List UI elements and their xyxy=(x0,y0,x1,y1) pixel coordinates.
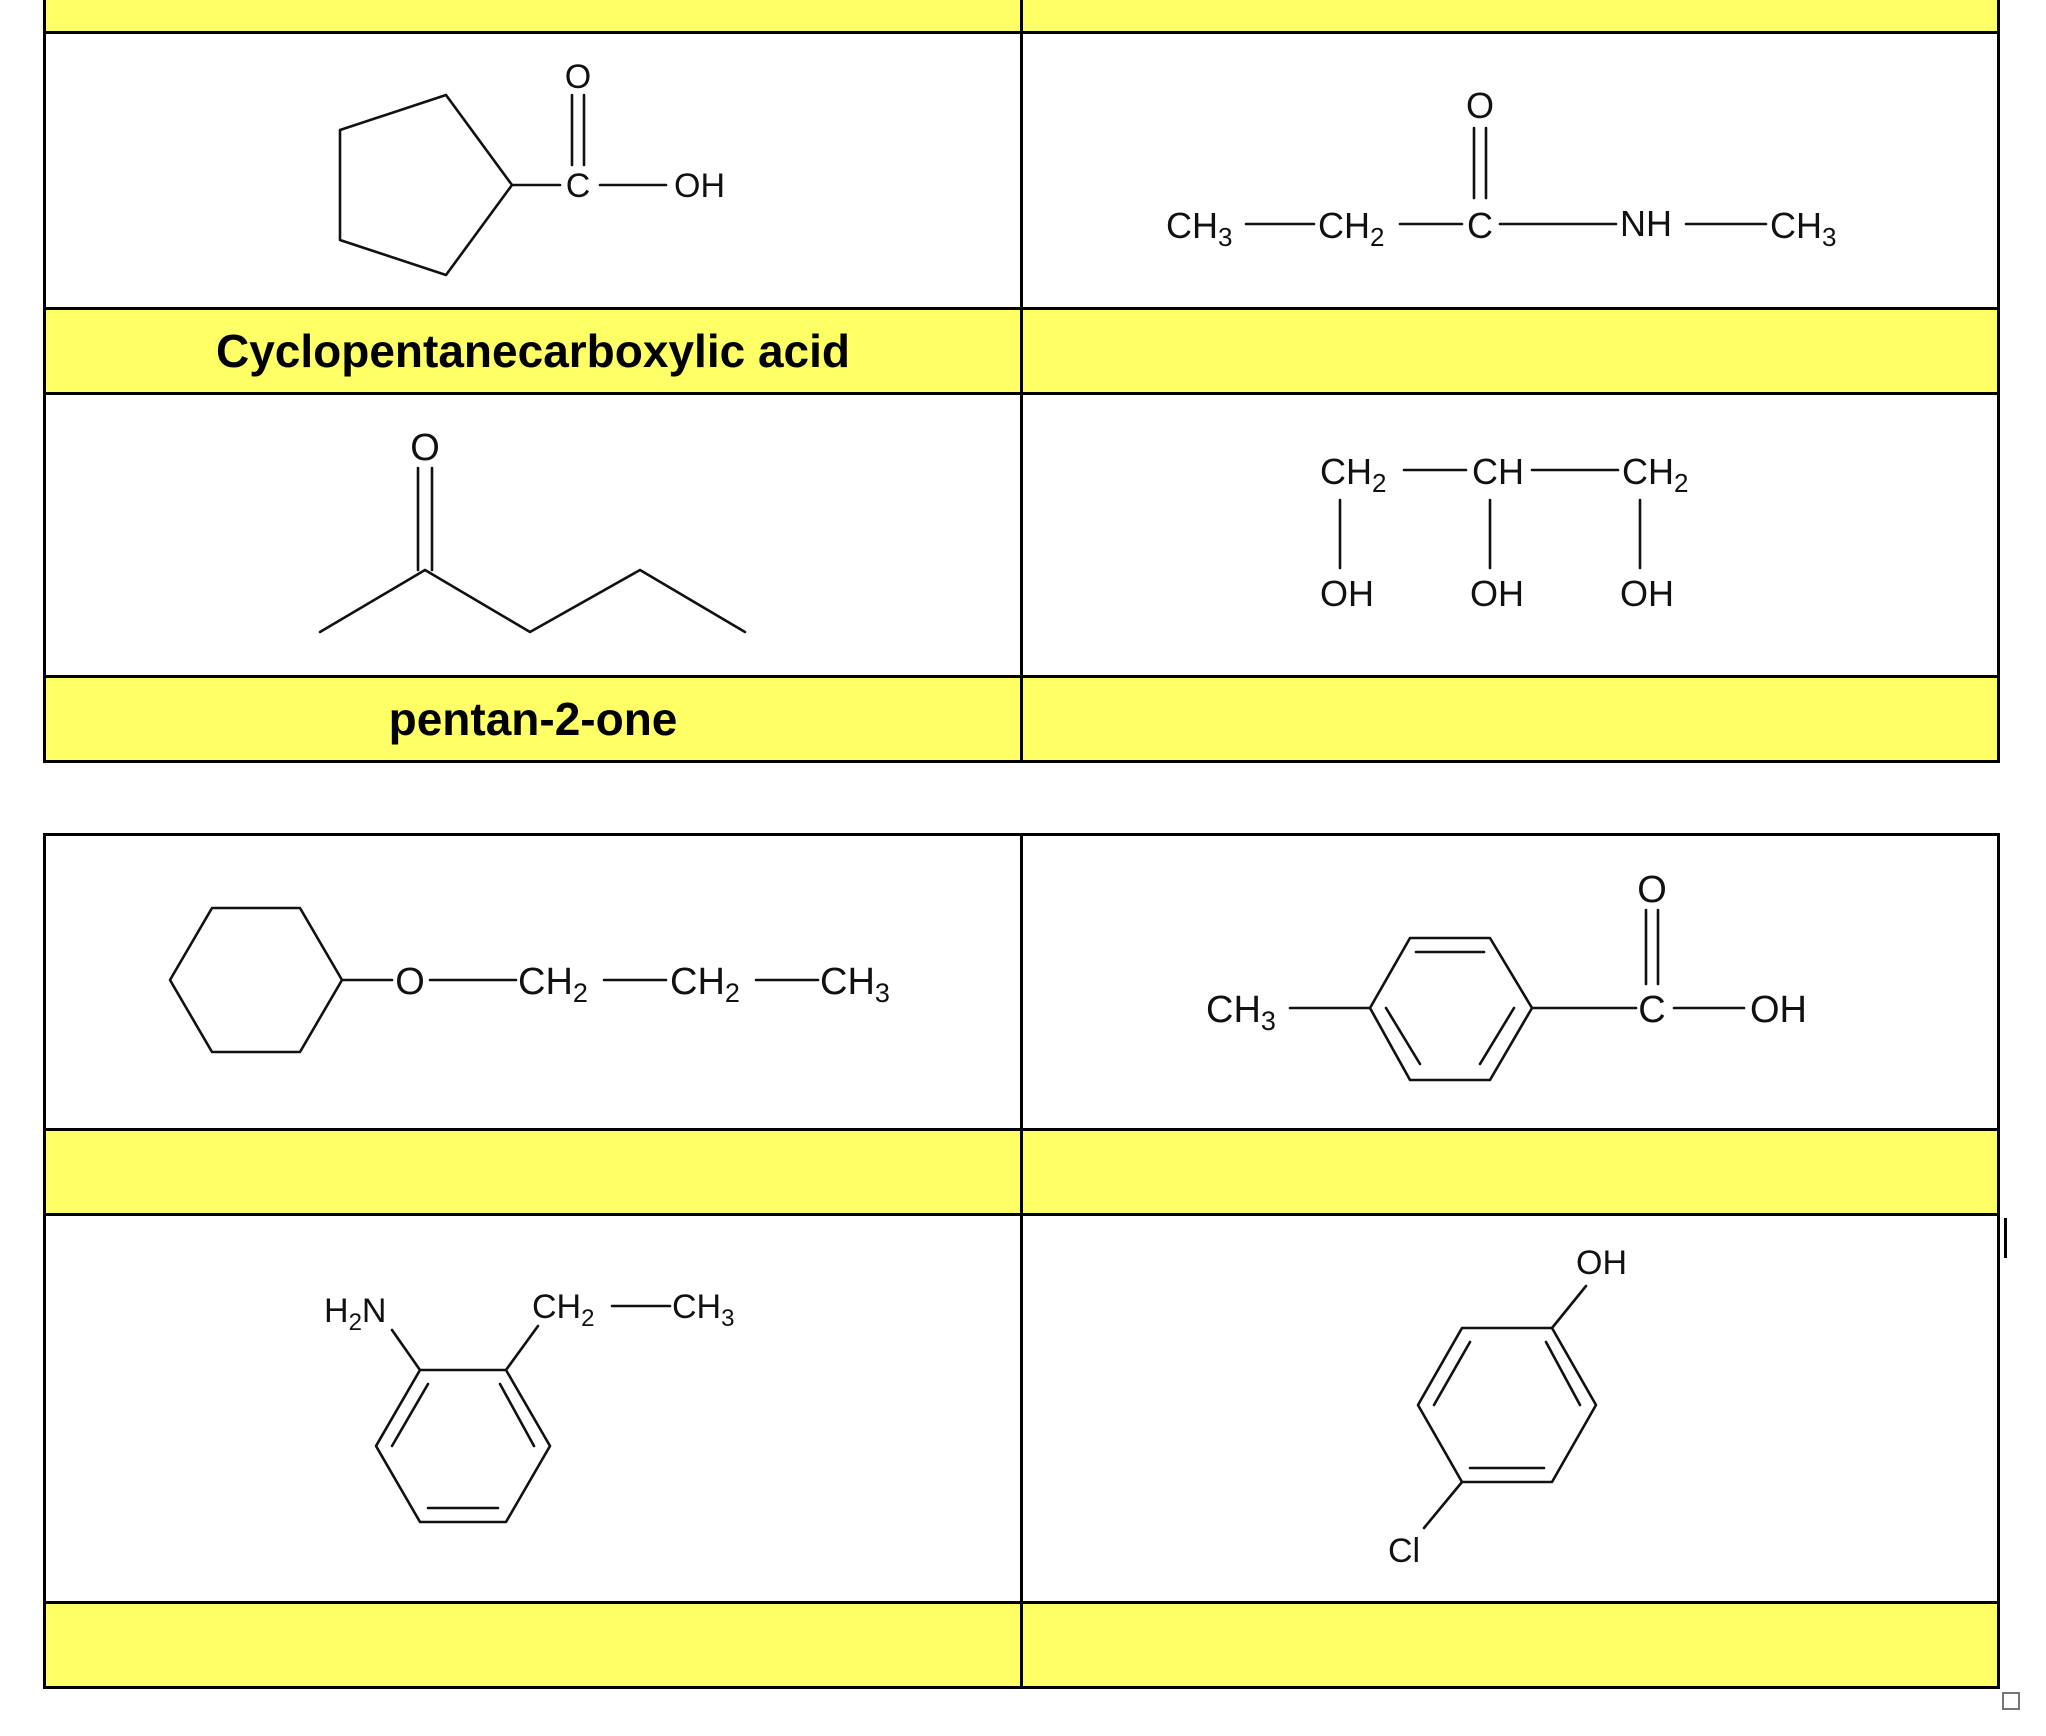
phenol-hydroxyl: OH xyxy=(1576,1244,1627,1282)
table2-line-e xyxy=(43,1686,2000,1689)
toluic-oxygen: O xyxy=(1637,869,1667,911)
table1-middle-border xyxy=(1020,0,1023,762)
chlorine-atom: Cl xyxy=(1388,1532,1420,1570)
benzene-ring-toluic xyxy=(1368,936,1534,1082)
amide-oxygen: O xyxy=(1466,85,1494,126)
ch-center: CH xyxy=(1472,451,1524,492)
table1-line-a xyxy=(43,31,2000,34)
ketone-oxygen: O xyxy=(410,427,440,469)
table1-line-c xyxy=(43,392,2000,395)
table2-middle-border xyxy=(1020,833,1023,1689)
ether-ch3: CH3 xyxy=(820,961,890,1008)
table2-line-c xyxy=(43,1213,2000,1216)
carboxyl-oxygen: O xyxy=(565,58,591,96)
ch2-right: CH2 xyxy=(1622,451,1688,498)
carboxyl-carbon: C xyxy=(566,167,591,205)
hydroxyl-left: OH xyxy=(1320,573,1374,614)
methyl-right: CH3 xyxy=(1770,205,1836,252)
table2-line-d xyxy=(43,1601,2000,1604)
cyclopentane-ring xyxy=(338,93,514,277)
structure-glycerol: CH2 CH CH2 OH OH OH xyxy=(1320,451,1688,614)
structure-4-chlorophenol: OH Cl xyxy=(1388,1244,1627,1570)
methyl-left: CH3 xyxy=(1166,205,1232,252)
structure-2-ethylaniline: H2N CH2 CH3 xyxy=(324,1288,734,1524)
hydroxyl-center: OH xyxy=(1470,573,1524,614)
ether-oxygen: O xyxy=(395,961,425,1003)
table1-line-e xyxy=(43,760,2000,763)
table1-right-border xyxy=(1997,0,2000,762)
toluic-hydroxyl: OH xyxy=(1750,989,1807,1031)
structure-4-methylbenzoic-acid: CH3 C O OH xyxy=(1206,869,1807,1082)
text-cursor xyxy=(2004,1218,2007,1258)
ethyl-ch2: CH2 xyxy=(532,1288,594,1332)
table2-left-border xyxy=(43,833,46,1689)
benzene-ring-phenol xyxy=(1416,1326,1598,1484)
name-pentan-2-one: pentan-2-one xyxy=(388,693,678,745)
hydroxyl-right: OH xyxy=(1620,573,1674,614)
ether-ch2-2: CH2 xyxy=(670,961,740,1008)
amide-carbon: C xyxy=(1467,205,1493,246)
amide-nh: NH xyxy=(1620,203,1672,244)
name-cyclopentanecarboxylic-acid: Cyclopentanecarboxylic acid xyxy=(215,325,851,377)
toluic-carbon: C xyxy=(1638,989,1665,1031)
ether-ch2-1: CH2 xyxy=(518,961,588,1008)
structure-n-methylpropanamide: CH3 CH2 C O NH CH3 xyxy=(1166,85,1836,252)
table2-line-a xyxy=(43,833,2000,836)
aryl-methyl: CH3 xyxy=(1206,989,1276,1036)
structure-pentan-2-one: O xyxy=(318,427,747,634)
amino-group: H2N xyxy=(324,1292,386,1336)
methylene: CH2 xyxy=(1318,205,1384,252)
table2-right-border xyxy=(1997,833,2000,1689)
hydroxyl-group: OH xyxy=(674,167,725,205)
structure-cyclohexyl-propyl-ether: O CH2 CH2 CH3 xyxy=(168,906,890,1054)
table2-line-b xyxy=(43,1128,2000,1131)
structure-cyclopentanecarboxylic-acid: O C OH xyxy=(338,58,725,277)
benzene-ring-aniline xyxy=(374,1368,552,1524)
table-resize-handle[interactable] xyxy=(2002,1692,2020,1710)
table1-left-border xyxy=(43,0,46,762)
ethyl-ch3: CH3 xyxy=(672,1288,734,1332)
table1-line-d xyxy=(43,675,2000,678)
ch2-left: CH2 xyxy=(1320,451,1386,498)
cyclohexane-ring xyxy=(168,906,344,1054)
table1-line-b xyxy=(43,307,2000,310)
